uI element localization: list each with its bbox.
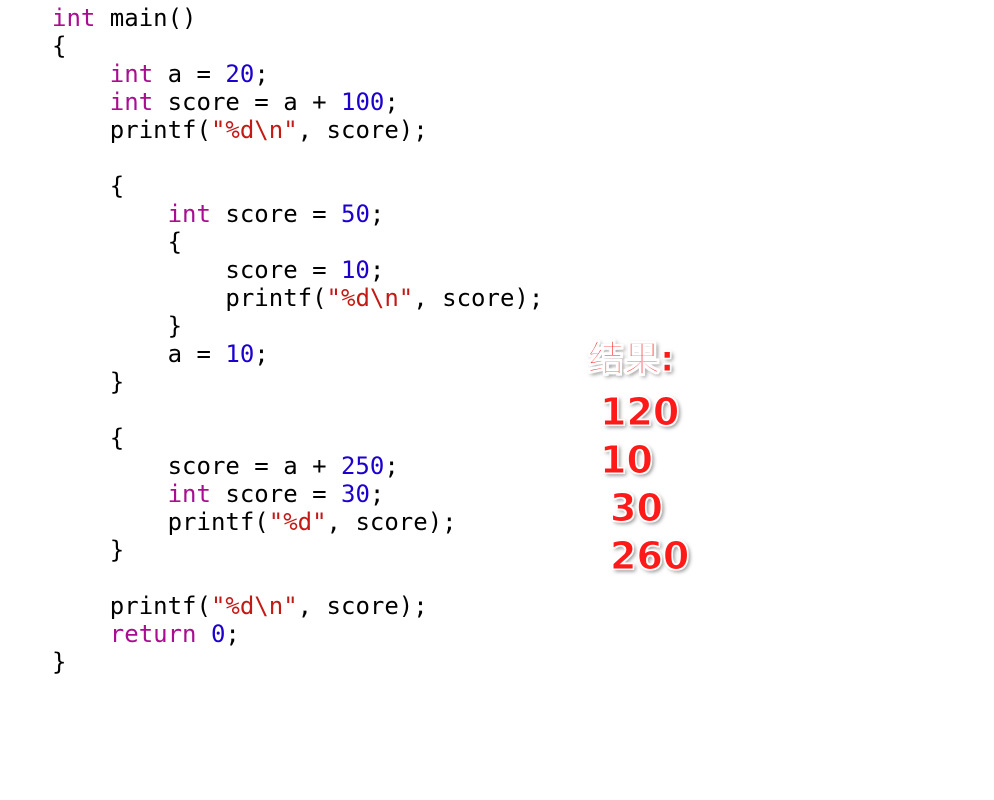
- code-keyword: int: [109, 60, 154, 88]
- code-text: printf(: [52, 508, 269, 536]
- code-text: ;: [384, 88, 399, 116]
- code-line: a = 10;: [52, 340, 543, 368]
- code-string: "%d\n": [326, 284, 414, 312]
- code-line: [52, 396, 543, 424]
- code-line: {: [52, 228, 543, 256]
- code-text: [197, 620, 211, 648]
- code-text: score = a +: [52, 452, 341, 480]
- code-block: int main(){ int a = 20; int score = a + …: [52, 4, 543, 676]
- code-number: 10: [340, 256, 370, 284]
- code-line: int score = a + 100;: [52, 88, 543, 116]
- code-line: {: [52, 424, 543, 452]
- code-line: int score = 50;: [52, 200, 543, 228]
- code-line: int score = 30;: [52, 480, 543, 508]
- code-line: }: [52, 648, 543, 676]
- code-text: score =: [52, 256, 341, 284]
- code-text: ;: [254, 340, 269, 368]
- code-number: 0: [210, 620, 226, 648]
- result-value: 260: [609, 534, 690, 579]
- code-keyword: int: [167, 480, 211, 508]
- code-text: [52, 60, 110, 88]
- result-title: 结果:: [587, 339, 675, 381]
- code-text: , score);: [326, 508, 457, 536]
- code-text: a =: [52, 340, 226, 368]
- code-text: }: [52, 312, 183, 340]
- result-value: 30: [610, 486, 664, 531]
- code-text: {: [52, 228, 183, 256]
- code-line: }: [52, 368, 543, 396]
- code-line: score = 10;: [52, 256, 543, 284]
- code-number: 30: [341, 480, 370, 508]
- code-text: {: [52, 32, 67, 60]
- code-line: {: [52, 32, 543, 60]
- code-text: printf(: [52, 116, 211, 144]
- code-text: }: [52, 368, 125, 396]
- code-line: {: [52, 172, 543, 200]
- code-text: printf(: [52, 592, 211, 620]
- code-line: score = a + 250;: [52, 452, 543, 480]
- code-line: printf("%d\n", score);: [52, 284, 543, 312]
- code-text: ;: [384, 452, 399, 480]
- code-text: [52, 480, 168, 508]
- code-line: [52, 144, 543, 172]
- code-text: {: [52, 172, 125, 200]
- code-text: printf(: [52, 284, 327, 312]
- result-value: 120: [599, 390, 680, 435]
- code-text: score =: [210, 480, 341, 508]
- code-line: }: [52, 312, 543, 340]
- code-keyword: int: [52, 4, 96, 32]
- code-line: int main(): [52, 4, 543, 32]
- code-text: [52, 88, 110, 116]
- code-string: "%d\n": [210, 116, 298, 144]
- code-number: 50: [341, 200, 370, 228]
- code-line: }: [52, 536, 543, 564]
- code-line: return 0;: [52, 620, 543, 648]
- code-string: "%d": [268, 508, 327, 536]
- code-keyword: int: [109, 88, 154, 116]
- code-number: 10: [225, 340, 255, 368]
- code-text: ;: [225, 620, 240, 648]
- code-line: printf("%d\n", score);: [52, 592, 543, 620]
- code-text: a =: [153, 60, 226, 88]
- code-line: int a = 20;: [52, 60, 543, 88]
- code-text: ;: [369, 480, 385, 508]
- code-string: "%d\n": [210, 592, 298, 620]
- code-text: ;: [369, 200, 385, 228]
- code-keyword: return: [109, 620, 197, 648]
- result-value: 10: [600, 438, 654, 483]
- code-number: 250: [340, 452, 385, 480]
- code-line: printf("%d", score);: [52, 508, 543, 536]
- code-text: ;: [369, 256, 385, 284]
- code-text: main(): [95, 4, 197, 32]
- code-text: score = a +: [153, 88, 341, 116]
- code-text: ;: [254, 60, 269, 88]
- code-text: , score);: [297, 592, 428, 620]
- code-keyword: int: [167, 200, 211, 228]
- code-line: printf("%d\n", score);: [52, 116, 543, 144]
- code-text: score =: [210, 200, 341, 228]
- code-number: 100: [341, 88, 385, 116]
- code-text: , score);: [297, 116, 428, 144]
- code-text: {: [52, 424, 125, 452]
- code-line: [52, 564, 543, 592]
- code-text: [52, 200, 168, 228]
- code-number: 20: [225, 60, 255, 88]
- code-text: [52, 620, 110, 648]
- code-text: , score);: [413, 284, 544, 312]
- code-text: }: [52, 536, 125, 564]
- code-text: }: [52, 648, 67, 676]
